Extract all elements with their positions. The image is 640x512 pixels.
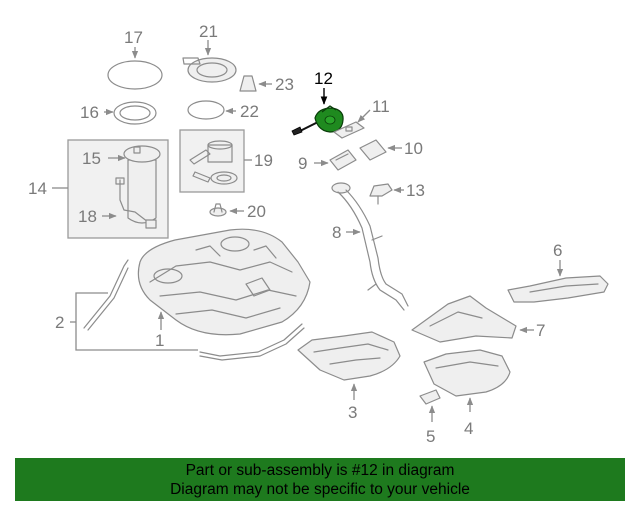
part-23-plug[interactable]: [239, 75, 257, 92]
part-4-lower-shield[interactable]: [423, 349, 511, 397]
callout-21: 21: [199, 22, 218, 41]
callout-16: 16: [80, 103, 99, 122]
part-17-gasket[interactable]: [107, 60, 163, 90]
part-3-heat-shield[interactable]: [297, 331, 401, 381]
part-8-filler-pipe[interactable]: [331, 182, 409, 311]
callout-19: 19: [254, 151, 273, 170]
callout-2: 2: [55, 313, 64, 332]
part-5-bracket[interactable]: [419, 389, 441, 405]
box-19-filter-assembly[interactable]: [179, 129, 245, 193]
part-13-clip[interactable]: [369, 183, 393, 205]
part-2-tank-straps[interactable]: [83, 259, 305, 361]
callout-23: 23: [275, 75, 294, 94]
callout-20: 20: [247, 202, 266, 221]
part-1-fuel-tank[interactable]: [137, 228, 311, 336]
callout-11: 11: [372, 97, 390, 116]
part-7-shield[interactable]: [411, 295, 517, 343]
callout-10: 10: [404, 139, 423, 158]
callout-8: 8: [332, 223, 341, 242]
callout-22: 22: [240, 102, 259, 121]
part-9-housing[interactable]: [329, 149, 357, 171]
callout-3: 3: [348, 403, 357, 422]
callout-13: 13: [406, 181, 425, 200]
callout-1: 1: [155, 331, 164, 350]
callout-4: 4: [464, 419, 473, 438]
part-11-bracket[interactable]: [333, 121, 365, 139]
part-22-o-ring[interactable]: [187, 100, 225, 120]
part-16-ring[interactable]: [113, 101, 157, 125]
callout-5: 5: [426, 427, 435, 446]
callout-12: 12: [314, 69, 333, 88]
part-20-grommet[interactable]: [209, 203, 227, 217]
parts-diagram: 17 16 21 23 22 15 18 14: [28, 22, 609, 446]
callout-7: 7: [536, 321, 545, 340]
part-12-highlighted[interactable]: [291, 105, 344, 136]
callout-17: 17: [124, 28, 143, 47]
callout-6: 6: [553, 241, 562, 260]
callout-15: 15: [82, 149, 101, 168]
part-6-long-shield[interactable]: [507, 275, 609, 303]
info-banner: Part or sub-assembly is #12 in diagram D…: [15, 458, 625, 501]
callout-18: 18: [78, 207, 97, 226]
banner-line-2: Diagram may not be specific to your vehi…: [170, 481, 470, 498]
banner-line-1: Part or sub-assembly is #12 in diagram: [185, 462, 455, 479]
callout-14: 14: [28, 179, 47, 198]
part-10-pad[interactable]: [359, 139, 387, 161]
part-21-cap[interactable]: [182, 57, 237, 83]
callout-9: 9: [298, 154, 307, 173]
